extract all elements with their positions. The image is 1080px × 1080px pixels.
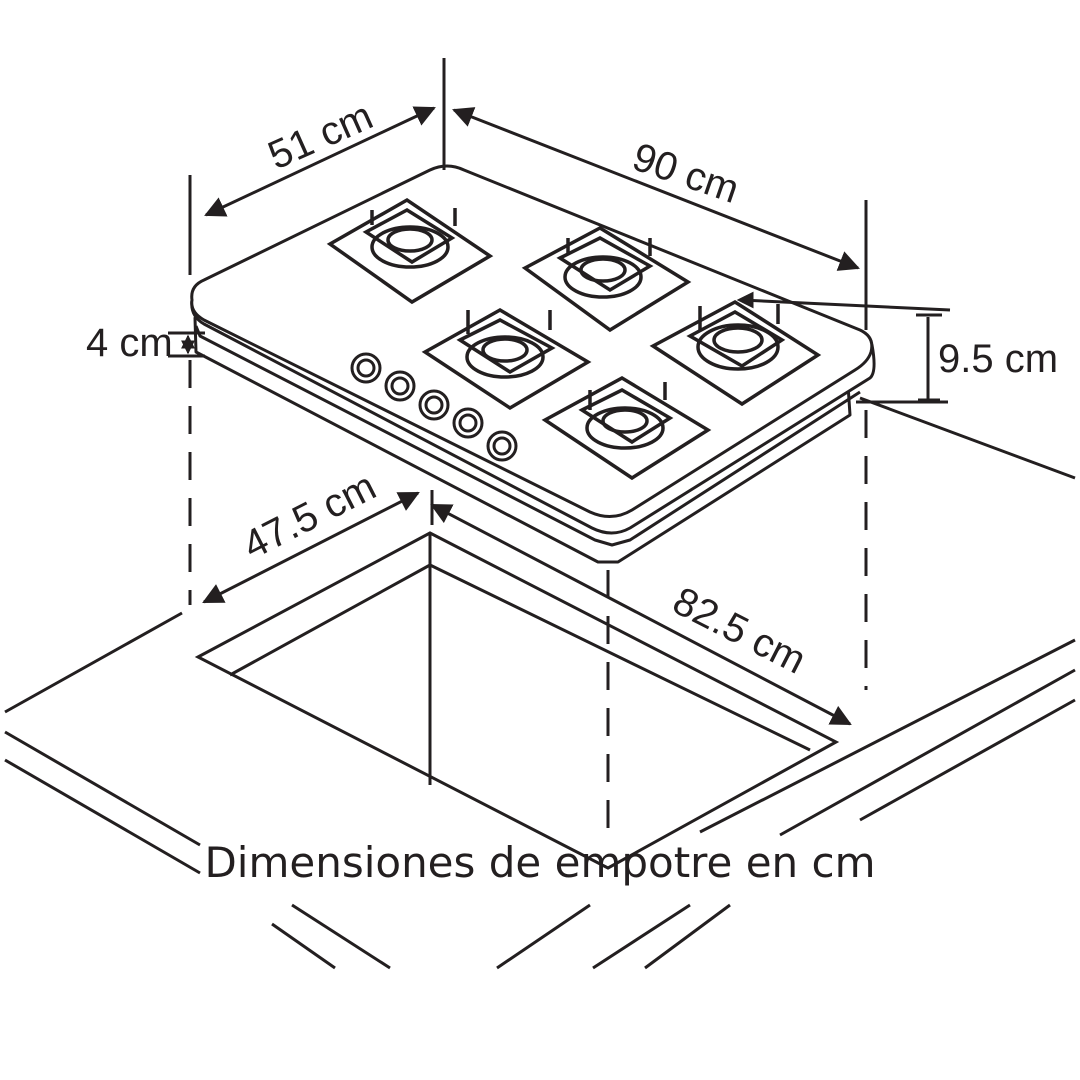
width-arrow xyxy=(452,107,860,271)
control-knobs xyxy=(350,352,518,462)
thickness-label: 4 cm xyxy=(86,321,173,365)
burner-1 xyxy=(326,197,494,305)
depth-label: 51 cm xyxy=(262,94,379,179)
height-label: 9.5 cm xyxy=(938,337,1058,381)
burner-4 xyxy=(649,299,822,407)
projection-lines xyxy=(188,360,868,830)
knob-1 xyxy=(350,352,382,384)
burner-3 xyxy=(421,307,592,411)
countertop xyxy=(4,396,1076,970)
cutout-width-arrow xyxy=(430,503,852,726)
knob-2 xyxy=(384,370,416,402)
burner-5 xyxy=(541,375,712,481)
dimension-lines xyxy=(168,58,951,726)
cutout-depth-arrow xyxy=(202,491,420,604)
countertop-cutout xyxy=(194,531,840,870)
diagram-caption: Dimensiones de empotre en cm xyxy=(204,838,876,887)
knob-3 xyxy=(418,389,450,421)
depth-arrow xyxy=(204,106,436,217)
cutout-depth-label: 47.5 cm xyxy=(236,464,383,568)
knob-5 xyxy=(486,430,518,462)
knob-4 xyxy=(452,407,484,439)
